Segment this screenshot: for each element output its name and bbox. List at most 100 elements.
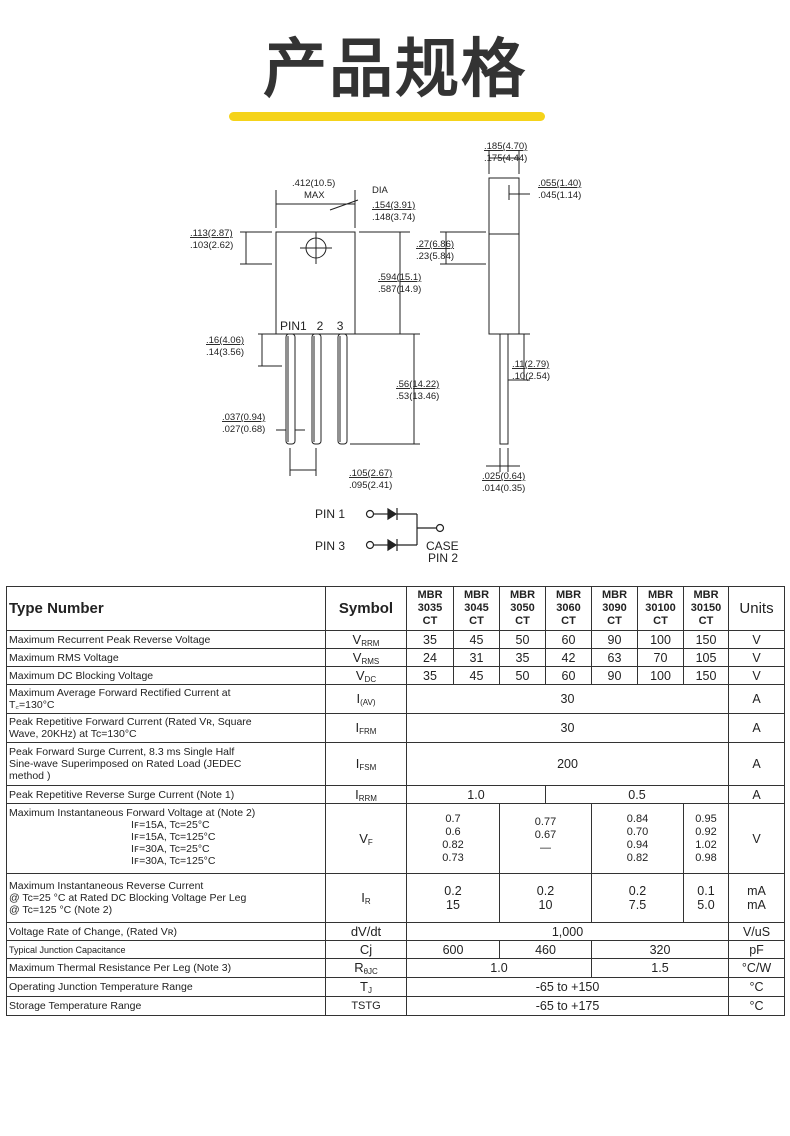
value-cell: 35 bbox=[499, 648, 546, 667]
param-vf: Maximum Instantaneous Forward Voltage at… bbox=[6, 803, 326, 874]
param-vf-title: Maximum Instantaneous Forward Voltage at… bbox=[9, 807, 256, 819]
header-mbr3090ct: MBR 3090 CT bbox=[591, 586, 638, 631]
dim-lead-width-a: .037(0.94) bbox=[222, 412, 265, 423]
symbol-main: R bbox=[354, 960, 364, 975]
title-underline bbox=[229, 112, 545, 121]
header-type-number: Type Number bbox=[6, 586, 326, 631]
dim-pitch-a: .105(2.67) bbox=[349, 468, 392, 479]
table-row: Maximum Instantaneous Reverse Current @ … bbox=[6, 873, 785, 923]
dim-front-width: .412(10.5) bbox=[292, 178, 335, 189]
dim-body-b: .587(14.9) bbox=[378, 284, 421, 295]
lead-3 bbox=[337, 333, 348, 445]
symbol-sub: RRM bbox=[358, 793, 377, 803]
param-tstg: Storage Temperature Range bbox=[6, 996, 326, 1016]
table-header-row: Type Number Symbol MBR 3035 CT MBR 3045 … bbox=[6, 586, 785, 631]
header-mbr3035ct: MBR 3035 CT bbox=[406, 586, 454, 631]
header-mbr30100ct: MBR 30100 CT bbox=[637, 586, 684, 631]
dim-tab-b: .045(1.14) bbox=[538, 190, 581, 201]
param-vdc: Maximum DC Blocking Voltage bbox=[6, 666, 326, 685]
value-cell: 0.2 7.5 bbox=[591, 873, 684, 923]
symbol-main: I bbox=[361, 890, 365, 905]
value-cell: 35 bbox=[406, 666, 454, 685]
value-cell: 31 bbox=[453, 648, 500, 667]
table-row: Maximum Average Forward Rectified Curren… bbox=[6, 684, 785, 714]
symbol-cj: Cj bbox=[325, 940, 407, 959]
value-cell: 100 bbox=[637, 666, 684, 685]
value-cell: 600 bbox=[406, 940, 500, 959]
unit-cell: pF bbox=[728, 940, 785, 959]
dim-body-a: .594(15.1) bbox=[378, 272, 421, 283]
symbol-ifsm: IFSM bbox=[325, 742, 407, 786]
unit-cell: A bbox=[728, 742, 785, 786]
header-mbr3060ct: MBR 3060 CT bbox=[545, 586, 592, 631]
symbol-main: I bbox=[355, 720, 360, 735]
dim-hole-a: .154(3.91) bbox=[372, 200, 415, 211]
symbol-sub: F bbox=[367, 837, 373, 847]
header-symbol: Symbol bbox=[325, 586, 407, 631]
unit-cell: V bbox=[728, 630, 785, 649]
symbol-vrms: VRMS bbox=[325, 648, 407, 667]
dim-side-top-b: .23(5.84) bbox=[416, 251, 454, 262]
dim-lead-thickness-a: .025(0.64) bbox=[482, 471, 525, 482]
table-row: Peak Forward Surge Current, 8.3 ms Singl… bbox=[6, 742, 785, 786]
electrical-characteristics-table: Type Number Symbol MBR 3035 CT MBR 3045 … bbox=[6, 586, 785, 1016]
dim-side-width-b: .175(4.44) bbox=[484, 153, 527, 164]
dim-lead-length-b: .53(13.46) bbox=[396, 391, 439, 402]
table-row: Operating Junction Temperature Range TJ … bbox=[6, 977, 785, 997]
pin-numbers: PIN1 2 3 bbox=[280, 319, 344, 333]
value-cell: 45 bbox=[453, 630, 500, 649]
header-mbr30150ct: MBR 30150 CT bbox=[683, 586, 729, 631]
symbol-main: I bbox=[355, 756, 360, 771]
table-row: Maximum Recurrent Peak Reverse Voltage V… bbox=[6, 630, 785, 649]
param-vf-conditions: Iꜰ=15A, Tc=25°C Iꜰ=15A, Tc=125°C Iꜰ=30A,… bbox=[131, 819, 216, 867]
schematic-pin2-label: PIN 2 bbox=[428, 551, 458, 565]
value-cell: 0.84 0.70 0.94 0.82 bbox=[591, 803, 684, 874]
value-cell: 1.0 bbox=[406, 785, 546, 804]
symbol-dvdt: dV/dt bbox=[325, 922, 407, 941]
table-row: Maximum RMS Voltage VRMS 24 31 35 42 63 … bbox=[6, 648, 785, 667]
param-iav: Maximum Average Forward Rectified Curren… bbox=[6, 684, 326, 714]
value-cell: 0.95 0.92 1.02 0.98 bbox=[683, 803, 729, 874]
value-cell: 0.7 0.6 0.82 0.73 bbox=[406, 803, 500, 874]
param-rth: Maximum Thermal Resistance Per Leg (Note… bbox=[6, 958, 326, 978]
param-irrm: Peak Repetitive Reverse Surge Current (N… bbox=[6, 785, 326, 804]
value-cell: 30 bbox=[406, 713, 729, 743]
symbol-ir: IR bbox=[325, 873, 407, 923]
table-row: Peak Repetitive Reverse Surge Current (N… bbox=[6, 785, 785, 804]
value-cell: 0.5 bbox=[545, 785, 729, 804]
dim-side-pin-b: .10(2.54) bbox=[512, 371, 550, 382]
value-cell: 460 bbox=[499, 940, 592, 959]
unit-cell: V bbox=[728, 648, 785, 667]
dim-pin-gap-b: .14(3.56) bbox=[206, 347, 244, 358]
table-row: Typical Junction Capacitance Cj 600 460 … bbox=[6, 940, 785, 959]
value-cell: 1,000 bbox=[406, 922, 729, 941]
unit-cell: V bbox=[728, 803, 785, 874]
value-cell: 90 bbox=[591, 666, 638, 685]
side-lead bbox=[499, 333, 509, 445]
symbol-sub: RRM bbox=[361, 638, 380, 648]
value-cell: 150 bbox=[683, 630, 729, 649]
value-cell: 150 bbox=[683, 666, 729, 685]
dim-side-pin-a: .11(2.79) bbox=[512, 359, 549, 370]
package-outline-drawing: .412(10.5) MAX DIA .154(3.91) .148(3.74)… bbox=[190, 141, 581, 565]
unit-cell: °C/W bbox=[728, 958, 785, 978]
header-mbr3045ct: MBR 3045 CT bbox=[453, 586, 500, 631]
symbol-sub: RMS bbox=[361, 656, 380, 666]
value-cell: 50 bbox=[499, 630, 546, 649]
table-row: Maximum Thermal Resistance Per Leg (Note… bbox=[6, 958, 785, 978]
symbol-irrm: IRRM bbox=[325, 785, 407, 804]
dim-lead-thickness-b: .014(0.35) bbox=[482, 483, 525, 494]
dim-dia: DIA bbox=[372, 185, 389, 196]
symbol-rth: RθJC bbox=[325, 958, 407, 978]
symbol-sub: θJC bbox=[363, 967, 378, 976]
page-title: 产品规格 bbox=[263, 33, 527, 107]
unit-cell: A bbox=[728, 785, 785, 804]
param-dvdt: Voltage Rate of Change, (Rated Vʀ) bbox=[6, 922, 326, 941]
symbol-tstg: TSTG bbox=[325, 996, 407, 1016]
value-cell: 0.2 10 bbox=[499, 873, 592, 923]
unit-cell: V bbox=[728, 666, 785, 685]
value-cell: 42 bbox=[545, 648, 592, 667]
unit-cell: °C bbox=[728, 977, 785, 997]
header-units: Units bbox=[728, 586, 785, 631]
symbol-sub: J bbox=[367, 986, 372, 995]
